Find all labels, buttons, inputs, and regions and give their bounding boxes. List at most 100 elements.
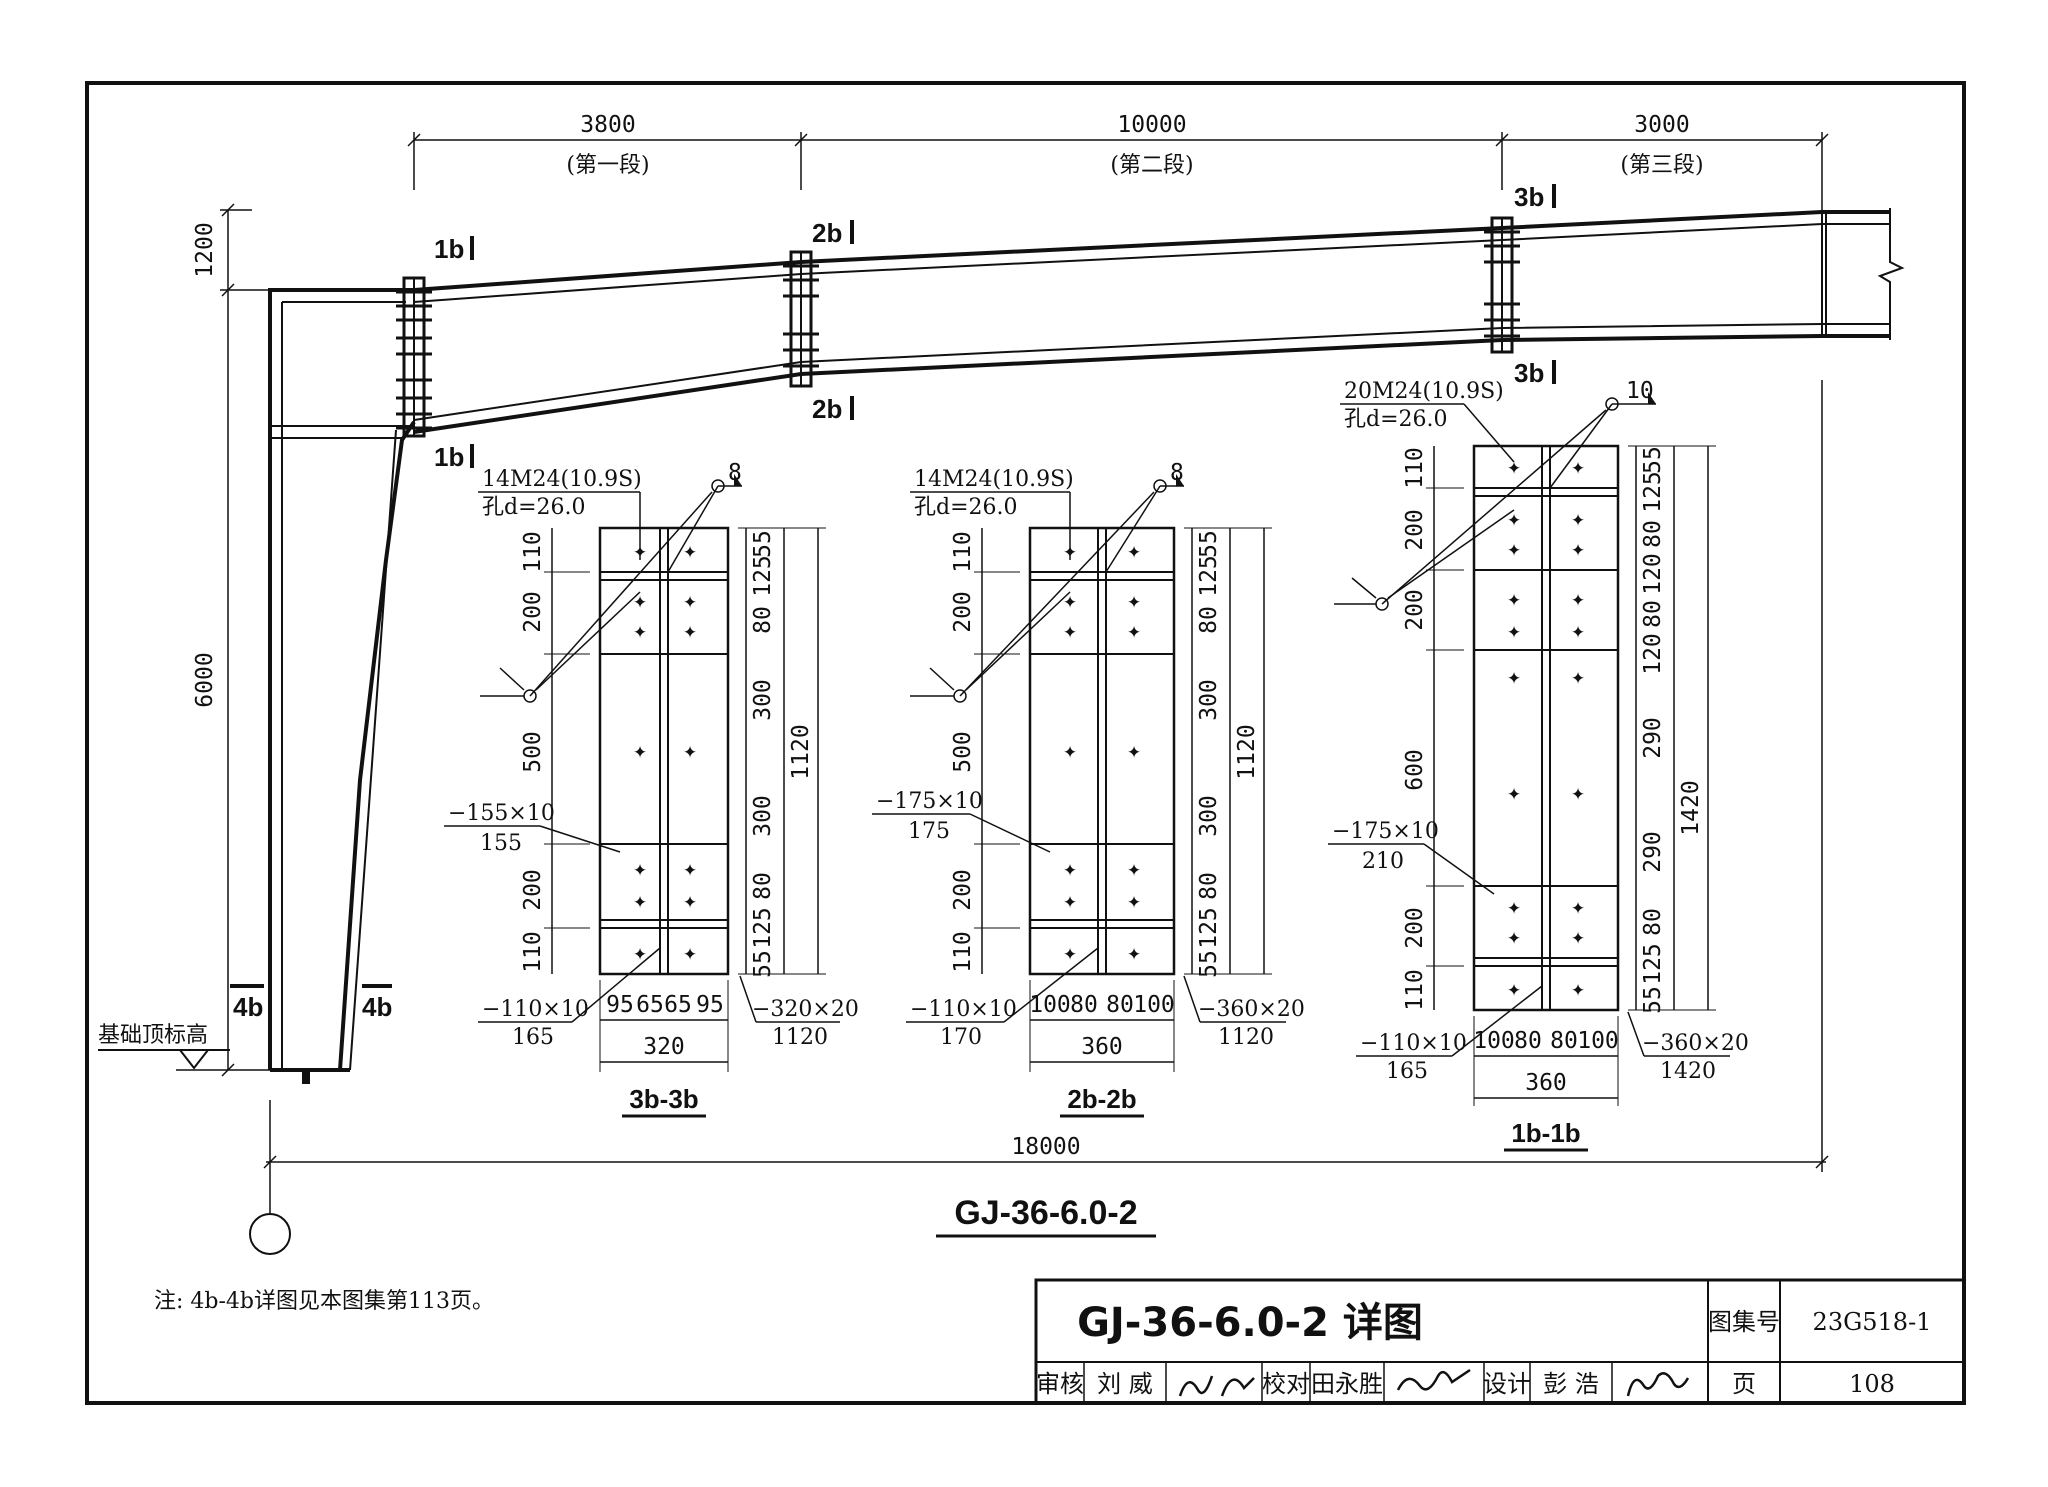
d2b-total-dim: 1120 [1234, 724, 1260, 779]
d2b-web-plate: −110×10 [910, 997, 1017, 1022]
review-signature [1178, 1375, 1255, 1397]
svg-text:✦: ✦ [1507, 894, 1521, 920]
d2b-left-dim-0: 110 [950, 531, 976, 573]
d3b-hole-spec: 孔d=26.0 [482, 495, 586, 520]
d1b-right-dim-7: 290 [1640, 831, 1666, 873]
d3b-left-dim-4: 110 [520, 931, 546, 973]
svg-text:✦: ✦ [1507, 506, 1521, 532]
svg-text:✦: ✦ [1507, 536, 1521, 562]
svg-text:✦: ✦ [1063, 588, 1077, 614]
svg-text:✦: ✦ [1507, 924, 1521, 950]
segment-1-length: 3800 [580, 112, 635, 138]
d2b-h-dim-1: 80 [1070, 992, 1098, 1018]
section-mark-3b-top: 3b [1514, 182, 1544, 212]
segment-2-length: 10000 [1117, 112, 1186, 138]
segment-3-name: (第三段) [1620, 153, 1703, 178]
section-mark-1b-top: 1b [434, 234, 464, 264]
d3b-right-dim-3: 300 [750, 679, 776, 721]
d3b-total-dim: 1120 [788, 724, 814, 779]
frame-elevation: 3800 (第一段) 10000 (第二段) 3000 (第三段) 1200 6… [98, 112, 1905, 1255]
d1b-left-dim-2: 200 [1402, 589, 1428, 631]
d1b-web-plate: −110×10 [1360, 1031, 1467, 1056]
title-block: GJ-36-6.0-2 详图 图集号 23G518-1 页 108 审核 刘 威… [1034, 1278, 1966, 1405]
d1b-right-dim-9: 125 [1640, 943, 1666, 985]
axis-bubble [249, 1213, 291, 1255]
svg-text:✦: ✦ [1571, 664, 1585, 690]
d1b-right-dim-8: 80 [1640, 908, 1666, 936]
d3b-right-dim-5: 80 [750, 872, 776, 900]
svg-text:✦: ✦ [1507, 618, 1521, 644]
design-name: 彭 浩 [1543, 1370, 1599, 1398]
svg-text:✦: ✦ [683, 538, 697, 564]
d3b-title: 3b-3b [629, 1084, 698, 1114]
haunch-height-dim: 1200 [192, 222, 218, 277]
atlas-no: 23G518-1 [1813, 1308, 1932, 1336]
d3b-end-plate: −320×20 [752, 997, 859, 1022]
d2b-flange-width: 175 [908, 819, 950, 844]
svg-text:✦: ✦ [1127, 940, 1141, 966]
d1b-flange-width: 210 [1362, 849, 1404, 874]
d2b-right-dim-5: 80 [1196, 872, 1222, 900]
d2b-end-plate-len: 1120 [1218, 1025, 1274, 1050]
page-label: 页 [1732, 1370, 1756, 1398]
d3b-right-dim-7: 55 [750, 950, 776, 978]
design-signature [1626, 1372, 1690, 1397]
svg-text:✦: ✦ [633, 618, 647, 644]
d3b-right-dim-1: 125 [750, 555, 776, 597]
review-name: 刘 威 [1097, 1370, 1153, 1398]
svg-text:✦: ✦ [1571, 454, 1585, 480]
d1b-left-dim-0: 110 [1402, 447, 1428, 489]
footnote: 注: 4b-4b详图见本图集第113页。 [154, 1289, 494, 1314]
d1b-right-dim-2: 80 [1640, 520, 1666, 548]
d3b-web-plate: −110×10 [482, 997, 589, 1022]
d1b-title: 1b-1b [1511, 1118, 1580, 1148]
d2b-h-dim-0: 100 [1029, 992, 1071, 1018]
d2b-right-dim-2: 80 [1196, 606, 1222, 634]
detail-2b: ✦✦ ✦✦ ✦✦ ✦✦ ✦✦ ✦✦ ✦✦ 110 200 500 200 110… [872, 460, 1305, 1118]
d1b-right-dim-4: 80 [1640, 600, 1666, 628]
d1b-flange-plate: −175×10 [1332, 819, 1439, 844]
section-mark-4b-left: 4b [233, 992, 263, 1022]
section-mark-1b-bottom: 1b [434, 442, 464, 472]
d2b-web-width: 170 [940, 1025, 982, 1050]
d2b-hole-spec: 孔d=26.0 [914, 495, 1018, 520]
section-mark-2b-bottom: 2b [812, 394, 842, 424]
svg-text:✦: ✦ [1507, 976, 1521, 1002]
d3b-flange-plate: −155×10 [448, 801, 555, 826]
d1b-left-dim-4: 200 [1402, 907, 1428, 949]
svg-text:✦: ✦ [633, 738, 647, 764]
d1b-h-dim-0: 100 [1473, 1028, 1515, 1054]
svg-text:✦: ✦ [1063, 738, 1077, 764]
svg-text:✦: ✦ [683, 856, 697, 882]
atlas-no-label: 图集号 [1708, 1308, 1780, 1336]
svg-text:✦: ✦ [1127, 888, 1141, 914]
svg-text:✦: ✦ [1571, 586, 1585, 612]
d3b-width-dim: 320 [643, 1034, 685, 1060]
review-label: 审核 [1036, 1370, 1084, 1398]
section-mark-2b-top: 2b [812, 218, 842, 248]
detail-3b: ✦✦ ✦✦ ✦✦ ✦✦ ✦✦ ✦✦ ✦✦ 110 200 500 200 110… [444, 460, 859, 1118]
d2b-h-dim-3: 100 [1133, 992, 1175, 1018]
page-no: 108 [1849, 1370, 1895, 1398]
d1b-width-dim: 360 [1525, 1070, 1567, 1096]
drawing-main-title: GJ-36-6.0-2 [954, 1194, 1137, 1232]
svg-text:✦: ✦ [1571, 618, 1585, 644]
svg-text:✦: ✦ [633, 888, 647, 914]
svg-text:✦: ✦ [633, 940, 647, 966]
d2b-left-dim-2: 500 [950, 731, 976, 773]
d1b-h-dim-3: 100 [1577, 1028, 1619, 1054]
d2b-right-dim-4: 300 [1196, 795, 1222, 837]
d2b-right-dim-7: 55 [1196, 950, 1222, 978]
d3b-h-dim-3: 95 [696, 992, 724, 1018]
svg-text:✦: ✦ [683, 888, 697, 914]
d1b-right-dim-1: 125 [1640, 471, 1666, 513]
d2b-left-dim-4: 110 [950, 931, 976, 973]
segment-1-name: (第一段) [566, 153, 649, 178]
d3b-h-dim-0: 95 [606, 992, 634, 1018]
d3b-bolt-spec: 14M24(10.9S) [482, 467, 642, 492]
detail-1b: ✦✦ ✦✦ ✦✦ ✦✦ ✦✦ ✦✦ ✦✦ ✦✦ ✦✦ ✦✦ 110 200 20… [1328, 378, 1749, 1152]
d3b-web-width: 165 [512, 1025, 554, 1050]
d1b-left-dim-3: 600 [1402, 749, 1428, 791]
